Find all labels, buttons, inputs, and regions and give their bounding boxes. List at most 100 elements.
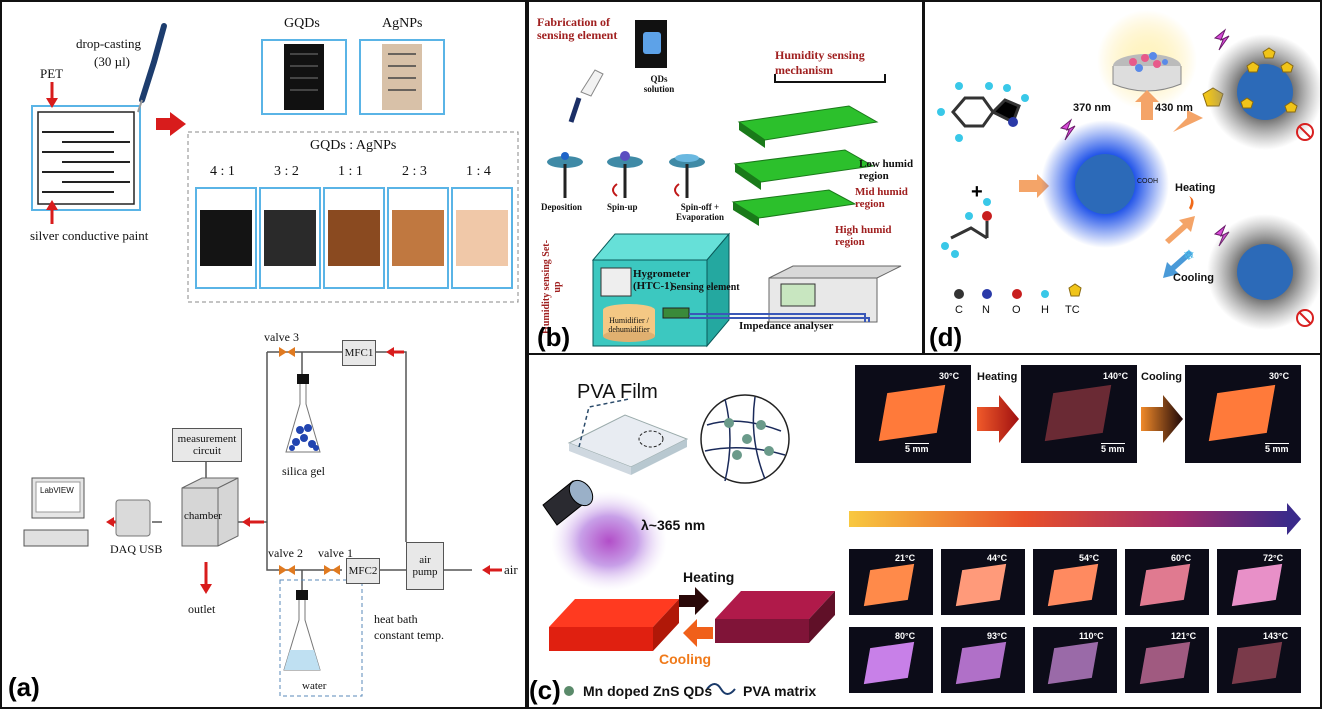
film-sample (863, 563, 915, 607)
fabrication-title: Fabrication of sensing element (537, 15, 618, 42)
temperature-photo: 54°C (1033, 549, 1117, 615)
legend-n: N (982, 304, 990, 316)
photo-temp-label: 121°C (1171, 631, 1197, 641)
photo-temp-label: 21°C (895, 553, 916, 563)
mfc1-box: MFC1 (342, 340, 376, 366)
qds-solution-label: QDs solution (643, 74, 675, 94)
temperature-photo: 143°C (1217, 627, 1301, 693)
scale-2: 5 mm (1101, 443, 1125, 454)
low-humid-label: Low humid region (859, 158, 914, 182)
legend-o: O (1012, 304, 1021, 316)
agnps-label: AgNPs (382, 16, 423, 31)
temperature-photo: 21°C (849, 549, 933, 615)
outlet-label: outlet (188, 602, 216, 616)
mfc2-label: MFC2 (348, 565, 378, 577)
mfc1-label: MFC1 (344, 347, 374, 359)
ratio-tile-film (392, 210, 444, 266)
mfc2-box: MFC2 (346, 558, 380, 584)
film-sample (863, 641, 915, 685)
heat-bath-label: heat bath (374, 612, 418, 626)
film-sample (1231, 641, 1283, 685)
panel-d: + ❄ (923, 0, 1322, 355)
silica-gel-label: silica gel (282, 464, 325, 478)
impedance-label: Impedance analyser (739, 320, 834, 332)
spin-up-label: Spin-up (607, 202, 638, 212)
film-sample (1047, 563, 1099, 607)
panel-a-graphics (23, 23, 519, 697)
panel-d-label: (d) (929, 322, 963, 352)
ratio-label: 2 : 3 (402, 164, 427, 179)
hygrometer-label: Hygrometer (HTC-1) (633, 268, 691, 292)
svg-text:+: + (971, 181, 983, 203)
valve3-label: valve 3 (264, 330, 299, 344)
labview-label: LabVIEW (40, 486, 74, 495)
measurement-label: measurement circuit (177, 433, 237, 457)
measurement-box: measurement circuit (172, 428, 242, 462)
deposition-label: Deposition (541, 202, 583, 212)
top-heating-label: Heating (977, 371, 1018, 383)
silver-paint-label: silver conductive paint (30, 228, 149, 243)
panel-a-label: (a) (8, 672, 40, 702)
pet-label: PET (40, 66, 64, 81)
ratio-tile-film (200, 210, 252, 266)
high-humid-label: High humid region (835, 224, 892, 248)
ratio-label: 3 : 2 (274, 164, 299, 179)
film-sample (1047, 641, 1099, 685)
nm430-label: 430 nm (1155, 102, 1193, 114)
sensing-element-label: Sensing element (671, 282, 740, 293)
constant-temp-label: constant temp. (374, 628, 444, 642)
film-sample (1231, 563, 1283, 607)
wavelength-label: λ~365 nm (641, 517, 706, 533)
panel-c: 30°C 140°C 30°C 5 mm 5 mm 5 mm Heating C… (527, 353, 1322, 709)
pva-film-title: PVA Film (577, 381, 658, 403)
ratio-label: 4 : 1 (210, 164, 235, 179)
scale-1: 5 mm (905, 443, 929, 454)
humidifier-label: Humidifier / dehumidifier (608, 316, 650, 334)
film-sample (955, 563, 1007, 607)
temperature-photo: 110°C (1033, 627, 1117, 693)
temperature-photo: 44°C (941, 549, 1025, 615)
photo-temp-label: 44°C (987, 553, 1008, 563)
legend-c: C (955, 304, 963, 316)
drop-casting-label: drop-casting (76, 36, 141, 51)
cooling-label-d: Cooling (1173, 272, 1214, 284)
volume-label: (30 µl) (94, 54, 131, 69)
temperature-photo: 60°C (1125, 549, 1209, 615)
photo-temp-label: 80°C (895, 631, 916, 641)
valve2-label: valve 2 (268, 546, 303, 560)
air-pump-label: air pump (412, 554, 438, 578)
panel-b: Fabrication of sensing element QDs solut… (527, 0, 924, 355)
spin-off-label: Spin-off + Evaporation (675, 202, 724, 222)
heating-label-d: Heating (1175, 182, 1216, 194)
legend-pva-label: PVA matrix (743, 683, 817, 699)
ratio-tile-film (456, 210, 508, 266)
ratio-label: 1 : 4 (466, 164, 491, 179)
legend-qd-label: Mn doped ZnS QDs (583, 683, 713, 699)
temperature-photo: 72°C (1217, 549, 1301, 615)
legend-h: H (1041, 304, 1049, 316)
svg-text:❄: ❄ (1183, 248, 1195, 264)
photo-temp-label: 110°C (1079, 631, 1104, 641)
air-label: air (504, 562, 518, 577)
panel-c-label: (c) (529, 675, 561, 705)
film-sample (1139, 641, 1191, 685)
cooh-label: COOH (1137, 178, 1158, 185)
photo-140c (1021, 365, 1137, 463)
air-pump-box: air pump (406, 542, 444, 590)
legend-tc: TC (1065, 304, 1080, 316)
mechanism-title: Humidity sensing mechanism (775, 48, 865, 77)
heating-label-c: Heating (683, 569, 735, 585)
photo-temp-label: 93°C (987, 631, 1008, 641)
ratio-tile-film (264, 210, 316, 266)
photo-temp-label: 60°C (1171, 553, 1192, 563)
panel-d-graphics: + ❄ (937, 10, 1320, 330)
cooling-label-c: Cooling (659, 651, 712, 667)
panel-b-graphics (547, 20, 902, 348)
top-temp-3: 30°C (1269, 371, 1290, 381)
nm370-label: 370 nm (1073, 102, 1111, 114)
film-sample (955, 641, 1007, 685)
photo-temp-label: 143°C (1263, 631, 1289, 641)
photo-temp-label: 72°C (1263, 553, 1284, 563)
valve1-label: valve 1 (318, 546, 353, 560)
mid-humid-label: Mid humid region (855, 186, 908, 210)
